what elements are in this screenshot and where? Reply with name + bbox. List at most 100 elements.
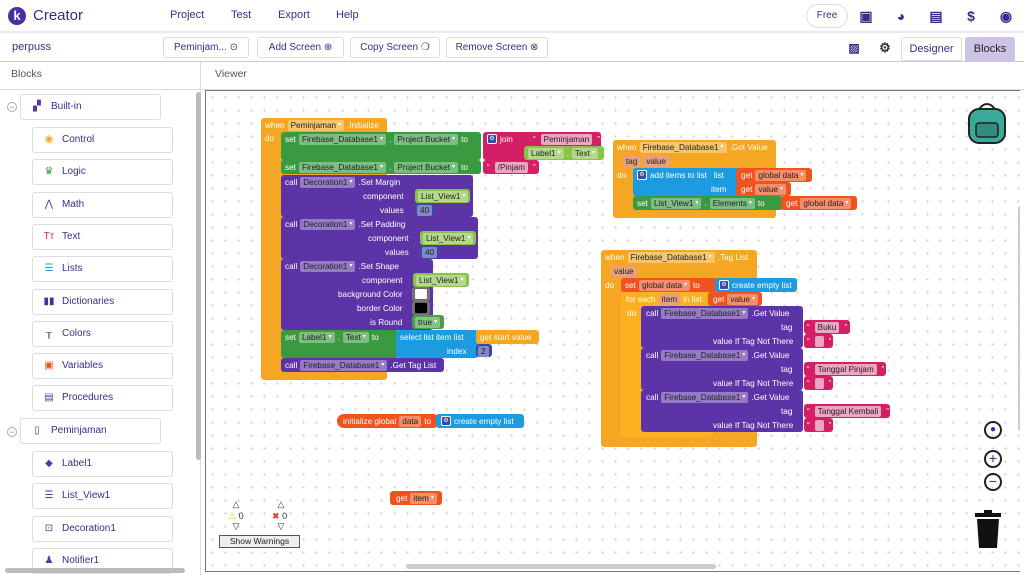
mutator-gear-icon[interactable]: ⚙ [719,280,729,290]
docs-icon[interactable]: ▤ [929,8,943,24]
param[interactable]: tag [623,155,641,167]
tab-designer[interactable]: Designer [901,37,962,61]
component-dropdown[interactable]: List_View1 [416,274,467,286]
show-warnings-button[interactable]: Show Warnings [219,535,300,548]
property-dropdown[interactable]: Elements [709,197,755,209]
sidebar-item-list_view1[interactable]: ☰List_View1 [32,483,173,510]
text-value[interactable]: Buku [814,321,840,333]
logo[interactable]: k [8,7,26,25]
screen-select[interactable]: Peminjam... ⊙ [163,37,249,58]
sidebar-group-peminjaman[interactable]: ▯Peminjaman [20,418,161,444]
color-swatch-white[interactable] [414,288,428,300]
next-error-arrow[interactable]: ▽ [277,521,285,531]
menu-project[interactable]: Project [170,9,205,21]
create-empty-list-block[interactable] [436,414,524,428]
component-dropdown[interactable]: Decoration1 [300,218,356,230]
number-value[interactable]: 40 [422,246,438,258]
number-block[interactable] [420,245,439,258]
color-swatch-black[interactable] [414,302,428,314]
text-value[interactable] [814,419,824,431]
mutator-gear-icon[interactable]: ⚙ [487,134,497,144]
sidebar-item-decoration1[interactable]: ⊡Decoration1 [32,515,173,542]
component-dropdown[interactable]: Decoration1 [300,176,356,188]
remove-screen-button[interactable]: Remove Screen ⊗ [446,37,548,58]
variable-name[interactable]: data [399,415,422,427]
recenter-icon[interactable]: ● [984,421,1002,439]
component-dropdown[interactable]: Decoration1 [300,260,356,272]
collapse-builtin-toggle[interactable]: − [7,102,17,112]
mutator-gear-icon[interactable]: ⚙ [637,170,647,180]
gear-icon[interactable]: ⚙ [879,40,891,55]
number-block[interactable] [415,203,434,216]
sidebar-group-builtin[interactable]: ▞Built-in [20,94,161,120]
copy-screen-button[interactable]: Copy Screen ❍ [350,37,440,58]
gallery-icon[interactable]: ▨ [848,41,860,55]
collapse-screen-toggle[interactable]: − [7,427,17,437]
sidebar-item-control[interactable]: ◉Control [32,127,173,153]
blocks-workspace[interactable]: when Peminjaman .Initialize do set Fireb… [205,90,1020,572]
color-block[interactable] [412,287,430,301]
component-dropdown[interactable]: Firebase_Database1 [298,161,386,173]
component-dropdown[interactable]: Label1 [298,331,335,343]
component-dropdown[interactable]: List_View1 [423,232,474,244]
tab-blocks[interactable]: Blocks [965,37,1015,61]
property-dropdown[interactable]: Project Bucket [394,161,459,173]
number-value[interactable]: 2 [478,345,489,357]
folder-star-icon[interactable]: ▣ [859,8,873,24]
variable-dropdown[interactable]: value [755,183,786,195]
sidebar-item-dictionaries[interactable]: ▮▮Dictionaries [32,288,173,315]
plan-badge[interactable]: Free [806,4,848,28]
menu-test[interactable]: Test [231,9,252,21]
variable-dropdown[interactable]: value [727,293,758,305]
backpack-icon[interactable] [967,101,1007,145]
component-dropdown[interactable]: Firebase_Database1 [300,359,388,371]
param[interactable]: value [643,155,669,167]
variable-dropdown[interactable]: item [410,492,437,504]
add-screen-button[interactable]: Add Screen ⊕ [257,37,344,58]
sidebar-item-notifier1[interactable]: ♟Notifier1 [32,547,173,574]
workspace-hscrollbar[interactable] [406,564,716,569]
component-dropdown[interactable]: Firebase_Database1 [661,349,749,361]
mutator-gear-icon[interactable]: ⚙ [441,416,451,426]
select-list-item-block[interactable] [396,330,478,358]
variable-dropdown[interactable]: global data [638,279,691,291]
sidebar-item-colors[interactable]: ┰Colors [32,320,173,347]
sidebar-item-lists[interactable]: ☰Lists [32,256,173,283]
account-icon[interactable]: ◉ [999,8,1013,24]
text-value[interactable]: Tanggal Kembali [814,405,882,417]
property-dropdown[interactable]: Text [342,331,369,343]
initialize-global-block[interactable] [337,414,437,428]
param[interactable]: value [611,265,637,277]
component-dropdown[interactable]: Firebase_Database1 [661,307,749,319]
text-value[interactable]: Tanggal Pinjam [814,363,877,375]
property-dropdown[interactable]: Project Bucket [394,133,459,145]
text-value[interactable] [814,335,824,347]
sidebar-hscrollbar[interactable] [5,568,185,573]
variable-dropdown[interactable]: global data [800,197,852,209]
dollar-icon[interactable]: $ [967,8,975,24]
component-dropdown[interactable]: Firebase_Database1 [661,391,749,403]
variable-dropdown[interactable]: global data [755,169,807,181]
loop-variable[interactable]: item [658,293,681,305]
get-start-value-block[interactable] [476,330,539,344]
component-dropdown[interactable]: List_View1 [418,190,469,202]
sidebar-item-variables[interactable]: ▣Variables [32,353,173,380]
brand-name[interactable]: Creator [33,7,84,24]
zoom-out-icon[interactable]: − [984,473,1002,491]
menu-export[interactable]: Export [278,9,310,21]
number-block[interactable] [476,344,492,357]
component-dropdown[interactable]: Firebase_Database1 [298,133,386,145]
next-warning-arrow[interactable]: ▽ [232,521,240,531]
text-value[interactable] [814,377,824,389]
add-items-to-list-block[interactable] [633,168,741,196]
sidebar-item-label1[interactable]: ◆Label1 [32,451,173,477]
text-value[interactable]: Peminjaman [540,133,593,145]
sidebar-item-procedures[interactable]: ▤Procedures [32,385,173,412]
sidebar-item-logic[interactable]: ♛Logic [32,159,173,186]
trash-icon[interactable] [975,510,1001,548]
boolean-dropdown[interactable]: true [415,316,441,328]
workspace-vscrollbar[interactable] [1018,206,1020,431]
property-dropdown[interactable]: Text [571,147,598,159]
palette-icon[interactable]: ◕ [896,8,906,24]
